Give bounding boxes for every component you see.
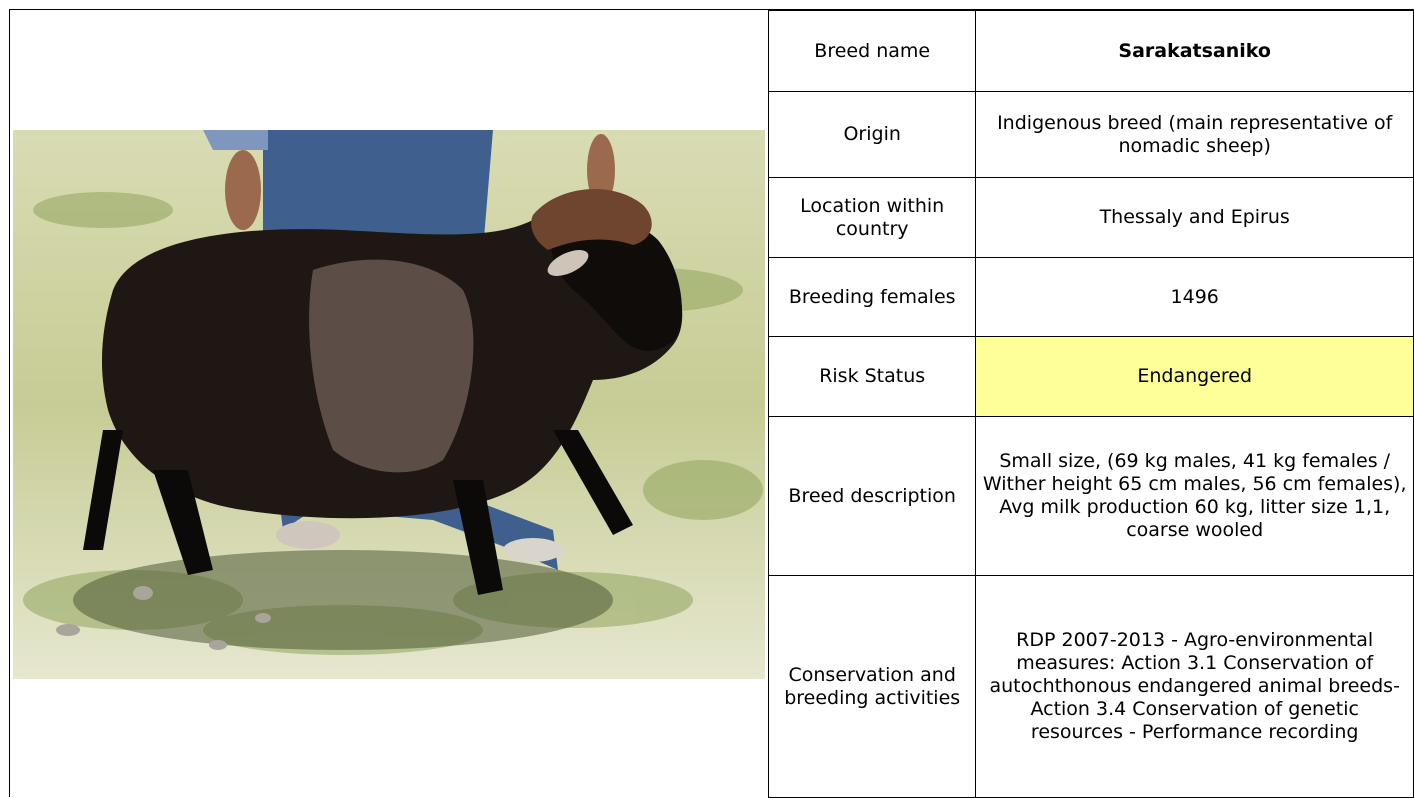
conservation-value: RDP 2007-2013 - Agro-environmental measu…	[975, 575, 1414, 798]
breed-description-value: Small size, (69 kg males, 41 kg females …	[975, 416, 1414, 576]
risk-status-value: Endangered	[975, 336, 1414, 417]
origin-value: Indigenous breed (main representative of…	[975, 91, 1414, 178]
breed-name-value: Sarakatsaniko	[975, 10, 1414, 92]
table-row: Risk Status Endangered	[767, 336, 1414, 417]
photo-cell	[10, 10, 769, 798]
table-row: Breeding females 1496	[767, 257, 1414, 337]
table-row: Breed name Sarakatsaniko	[767, 10, 1414, 92]
row-label-conservation: Conservation and breeding activities	[767, 575, 977, 798]
location-value: Thessaly and Epirus	[975, 177, 1414, 258]
table-row: Location within country Thessaly and Epi…	[767, 177, 1414, 258]
row-label-breed-description: Breed description	[767, 416, 977, 576]
breeding-females-value: 1496	[975, 257, 1414, 337]
row-label-risk-status: Risk Status	[767, 336, 977, 417]
row-label-breed-name: Breed name	[767, 10, 977, 92]
breed-info-table: Breed name Sarakatsaniko Origin Indigeno…	[767, 10, 1414, 798]
table-row: Origin Indigenous breed (main representa…	[767, 91, 1414, 178]
row-label-location: Location within country	[767, 177, 977, 258]
row-label-origin: Origin	[767, 91, 977, 178]
table-row: Breed description Small size, (69 kg mal…	[767, 416, 1414, 576]
table-row: Conservation and breeding activities RDP…	[767, 575, 1414, 798]
breed-sheet: Breed name Sarakatsaniko Origin Indigeno…	[9, 9, 1414, 798]
sheep-photo	[13, 130, 765, 679]
row-label-breeding-females: Breeding females	[767, 257, 977, 337]
